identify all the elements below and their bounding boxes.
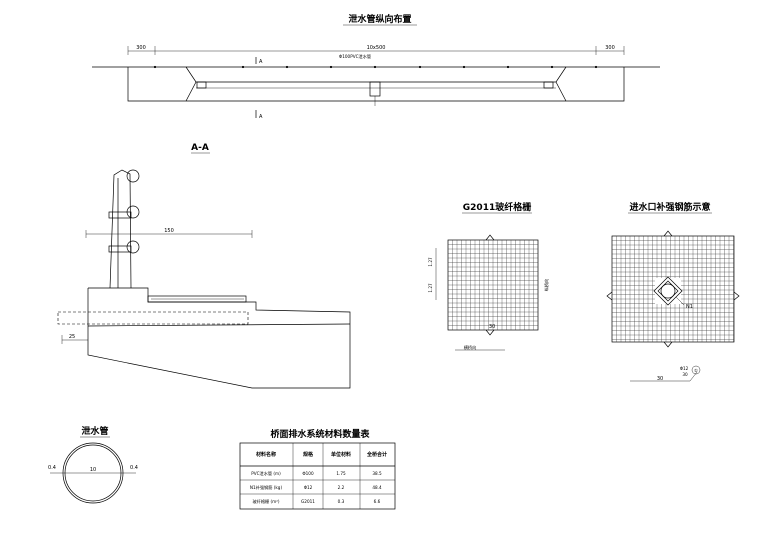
pavement-layer (147, 295, 247, 303)
rebar-break-right (733, 291, 740, 301)
cut-label-bottom: A (259, 114, 263, 120)
pipe-label: Φ100PVC泄水管 (339, 53, 371, 60)
table-cell: PVC泄水管 (m) (251, 470, 281, 477)
table-cell: 1.75 (336, 471, 346, 476)
table-header-cell: 全桥合计 (366, 451, 387, 458)
section-title: A-A (191, 143, 209, 153)
grid-dim-bottom: 1.27 (428, 283, 433, 293)
beam-inner-top (185, 66, 567, 83)
dim-right-label: 300 (605, 45, 615, 51)
longitudinal-layout: 泄水管纵向布置 300 10x500 300 Φ100PVC泄水管 (92, 13, 660, 120)
beam-haunch-left (185, 81, 197, 102)
rebar-dim-30: 30 (657, 376, 663, 382)
n1-leader (675, 296, 685, 306)
grid-dir-side: 纵桥向 (543, 279, 550, 292)
drain-dots (153, 65, 598, 69)
bearing-left (196, 81, 207, 89)
grid-dim-30: 30 (489, 324, 495, 330)
table-cell: N1补强钢筋 (kg) (250, 484, 283, 491)
grid-dim-top: 1.27 (428, 257, 433, 267)
rebar-diamond-outer (653, 276, 683, 306)
rebar-title: 进水口补强钢筋示意 (629, 201, 710, 213)
rebar-diamond-inner (657, 280, 679, 302)
railing (108, 169, 140, 289)
deck-slab (87, 287, 351, 389)
table-cell: Φ12 (304, 485, 313, 490)
grid-detail: G2011玻纤格栅 1.27 1.27 30 横桥向 纵桥向 (428, 201, 550, 351)
grid-break-bottom (485, 329, 495, 336)
rebar-ref-circle (691, 365, 701, 375)
beam-haunch-right (555, 81, 567, 102)
rebar-dia-label: Φ12 (680, 366, 689, 371)
table-cell: 0.3 (338, 499, 345, 504)
table-cell: 38.5 (372, 471, 382, 476)
table-cell: 6.6 (374, 499, 381, 504)
inlet-hole (660, 283, 676, 299)
grid-dir-bottom: 横桥向 (464, 344, 477, 351)
section-aa: A-A 150 25 (57, 143, 351, 389)
table-header-cell: 材料名称 (256, 451, 276, 458)
rebar-bar-hook (689, 371, 698, 382)
rebar-n1-label: N1 (686, 304, 693, 310)
dim-25-label: 25 (69, 334, 75, 340)
drain-pipe-dashed (57, 311, 249, 325)
bearing-right (543, 81, 554, 89)
table-cell: 2.2 (338, 485, 345, 490)
table-cell: G2011 (301, 499, 315, 504)
grid-mesh (448, 240, 538, 330)
pipe-dim-left: 0.4 (48, 465, 56, 471)
beam-outline (127, 67, 625, 102)
pipe-detail: 泄水管 0.4 10 0.4 (48, 425, 138, 504)
table-title: 桥面排水系统材料数量表 (270, 428, 370, 440)
table-header-cell: 规格 (303, 451, 314, 458)
rebar-break-top (663, 230, 673, 237)
table-cell: Φ100 (302, 471, 314, 476)
material-table: 桥面排水系统材料数量表 材料名称 规格 单位材料 全桥合计 PVC泄水管 (m)… (239, 428, 396, 510)
cut-label-top: A (259, 59, 263, 65)
grid-break-top (485, 234, 495, 241)
rebar-clear-zone (655, 278, 681, 304)
pipe-dim-mid: 10 (90, 467, 96, 473)
rebar-detail: 进水口补强钢筋示意 N1 Φ12 30 ① 30 (606, 201, 740, 382)
rebar-ref-label: ① (694, 368, 698, 373)
table-cell: 48.4 (372, 485, 382, 490)
slab-line (87, 323, 351, 327)
rebar-mesh (612, 236, 734, 342)
pipe-title: 泄水管 (81, 425, 108, 437)
longitudinal-title: 泄水管纵向布置 (348, 13, 411, 25)
rebar-break-left (606, 291, 613, 301)
dim-left-label: 300 (136, 45, 146, 51)
table-frame (239, 442, 396, 510)
drain-pipe (369, 81, 381, 97)
pipe-dim-right: 0.4 (130, 465, 138, 471)
table-cell: 玻纤格栅 (m²) (252, 498, 279, 505)
rebar-frame (611, 235, 735, 343)
table-header-cell: 单位材料 (331, 451, 351, 458)
dim-mid-label: 10x500 (367, 45, 386, 51)
rebar-break-bottom (663, 341, 673, 348)
dim-150-label: 150 (164, 228, 174, 234)
grid-title: G2011玻纤格栅 (463, 201, 531, 213)
rebar-len-label: 30 (682, 372, 688, 377)
